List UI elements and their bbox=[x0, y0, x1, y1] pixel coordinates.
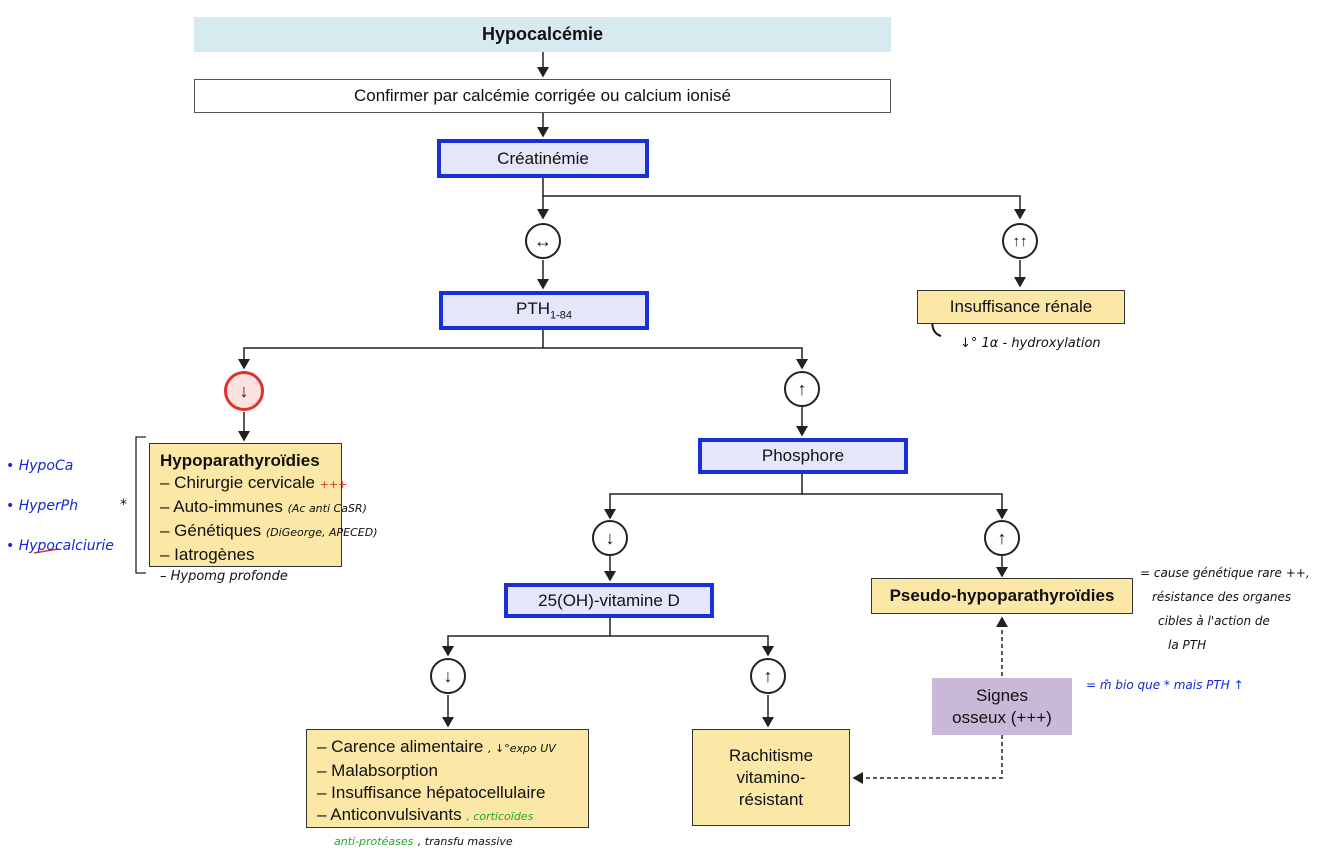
creatinemie-label: Créatinémie bbox=[497, 148, 589, 168]
signes-osseux-label: Signes osseux (+++) bbox=[952, 685, 1052, 727]
pseudo-bio-note: = m̂ bio que * mais PTH ↑ bbox=[1086, 678, 1244, 692]
hypoparathyroidies-box: Hypoparathyroïdies – Chirurgie cervicale… bbox=[149, 443, 377, 567]
hypoparathyroidies-title: Hypoparathyroïdies bbox=[160, 451, 320, 470]
hypocalcemie-box: Hypocalcémie bbox=[194, 17, 891, 52]
star-mark: * bbox=[120, 497, 127, 513]
pseudo-note-line: cibles à l'action de bbox=[1158, 614, 1270, 628]
high-phosphore-circle: ↑ bbox=[984, 520, 1020, 556]
vitamine-d-label: 25(OH)-vitamine D bbox=[538, 590, 680, 610]
corticoides-note: , corticoïdes bbox=[466, 810, 534, 823]
expo-uv-note: , ↓°expo UV bbox=[488, 742, 556, 755]
high-vitd-circle: ↑ bbox=[750, 658, 786, 694]
insuffisance-renale-label: Insuffisance rénale bbox=[949, 297, 1093, 316]
confirmer-box: Confirmer par calcémie corrigée ou calci… bbox=[194, 79, 891, 113]
list-item: – Génétiques (DiGeorge, APECED) bbox=[160, 521, 378, 540]
phosphore-box: Phosphore bbox=[698, 438, 908, 474]
annotation-hyperph: • HyperPh bbox=[6, 498, 79, 514]
low-pth-circle: ↓ bbox=[224, 371, 264, 411]
pth-label: PTH1-84 bbox=[515, 299, 573, 322]
high-pth-symbol: ↑ bbox=[797, 378, 807, 399]
anti-proteases-note: anti-protéases , transfu massive bbox=[334, 832, 513, 850]
low-vitd-circle: ↓ bbox=[430, 658, 466, 694]
normal-circle: ↔ bbox=[525, 223, 561, 259]
list-item: – Iatrogènes bbox=[160, 545, 255, 564]
transfu-note: , transfu massive bbox=[417, 835, 513, 848]
list-item: – Anticonvulsivants , corticoïdes bbox=[317, 805, 534, 824]
list-item: – Chirurgie cervicale +++ bbox=[160, 473, 348, 492]
high-phosphore-symbol: ↑ bbox=[997, 527, 1007, 548]
low-phosphore-symbol: ↓ bbox=[605, 527, 615, 548]
low-phosphore-circle: ↓ bbox=[592, 520, 628, 556]
high-vitd-symbol: ↑ bbox=[763, 665, 773, 686]
low-pth-symbol: ↓ bbox=[239, 380, 249, 401]
list-item: – Carence alimentaire , ↓°expo UV bbox=[317, 737, 556, 756]
pseudo-note-line: = cause génétique rare ++, bbox=[1140, 566, 1310, 580]
vitamine-d-box: 25(OH)-vitamine D bbox=[504, 583, 714, 618]
confirmer-label: Confirmer par calcémie corrigée ou calci… bbox=[354, 86, 731, 105]
phosphore-label: Phosphore bbox=[761, 446, 845, 465]
hydroxylation-note: ↓° 1α - hydroxylation bbox=[960, 336, 1101, 351]
ac-anti-note: (Ac anti CaSR) bbox=[287, 502, 367, 515]
pseudo-note-line: la PTH bbox=[1168, 638, 1207, 652]
list-item: – Malabsorption bbox=[317, 761, 438, 780]
annotation-hypoca: • HypoCa bbox=[6, 458, 74, 474]
rachitisme-label: Rachitisme vitamino-résistant bbox=[728, 745, 814, 809]
signes-osseux-box: Signes osseux (+++) bbox=[932, 678, 1072, 735]
pseudo-note-line: résistance des organes bbox=[1152, 590, 1292, 604]
low-vitd-symbol: ↓ bbox=[443, 665, 453, 686]
pseudo-hypo-box: Pseudo-hypoparathyroïdies bbox=[871, 578, 1133, 614]
list-item: – Auto-immunes (Ac anti CaSR) bbox=[160, 497, 367, 516]
rachitisme-box: Rachitisme vitamino-résistant bbox=[692, 729, 850, 826]
plus3-note: +++ bbox=[319, 478, 348, 491]
high-pth-circle: ↑ bbox=[784, 371, 820, 407]
list-item: – Insuffisance hépatocellulaire bbox=[317, 783, 546, 802]
very-high-circle: ↑↑ bbox=[1002, 223, 1038, 259]
very-high-symbol: ↑↑ bbox=[1012, 232, 1028, 250]
normal-symbol: ↔ bbox=[534, 230, 552, 251]
insuffisance-renale-box: Insuffisance rénale bbox=[917, 290, 1125, 324]
genetiques-note: (DiGeorge, APECED) bbox=[265, 526, 378, 539]
hypomg-note: – Hypomg profonde bbox=[160, 569, 288, 584]
anti-proteases-green: anti-protéases bbox=[334, 835, 414, 848]
pth-box: PTH1-84 bbox=[439, 291, 649, 330]
hypocalcemie-label: Hypocalcémie bbox=[481, 24, 604, 44]
annotation-hypocalciurie: • Hypocalciurie bbox=[6, 538, 114, 554]
pseudo-hypo-label: Pseudo-hypoparathyroïdies bbox=[889, 586, 1115, 605]
creatinemie-box: Créatinémie bbox=[437, 139, 649, 178]
causes-vitd-box: – Carence alimentaire , ↓°expo UV – Mala… bbox=[306, 729, 589, 828]
